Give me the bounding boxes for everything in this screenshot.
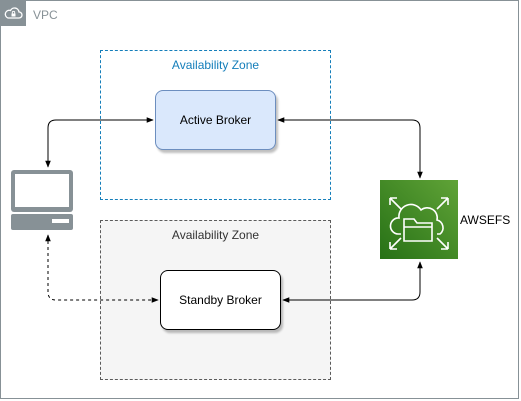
availability-zone-2-label: Availability Zone xyxy=(171,228,260,242)
vpc-badge xyxy=(1,1,26,26)
edge-active-broker-efs xyxy=(277,117,423,179)
vpc-label: VPC xyxy=(33,8,58,22)
cloud-lock-icon xyxy=(4,7,23,19)
availability-zone-1-label: Availability Zone xyxy=(171,58,260,72)
efs-label: AWSEFS xyxy=(460,213,511,227)
edge-client-standby-broker xyxy=(45,234,159,303)
edge-standby-broker-efs xyxy=(282,261,423,303)
efs-icon xyxy=(380,180,458,259)
standby-broker-label: Standby Broker xyxy=(179,293,262,307)
active-broker-label: Active Broker xyxy=(179,113,252,127)
laptop-icon xyxy=(11,170,73,230)
active-broker-node: Active Broker xyxy=(155,90,276,150)
edge-client-active-broker xyxy=(45,117,154,168)
standby-broker-node: Standby Broker xyxy=(160,270,281,330)
